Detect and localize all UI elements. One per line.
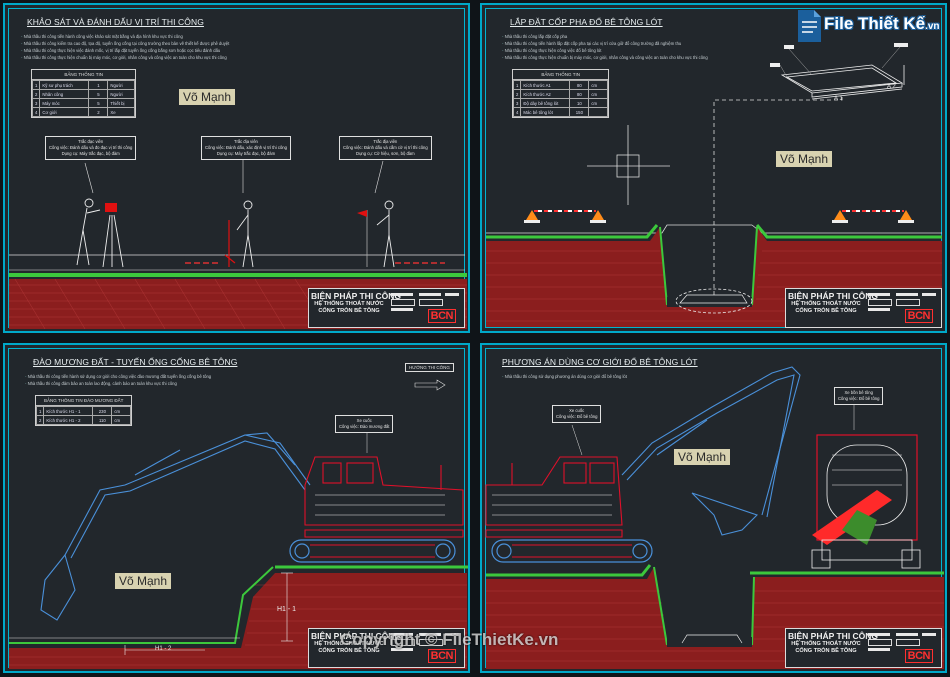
brand-suffix: .vn [925,21,940,32]
formwork-iso [780,64,905,100]
survey-drawing [9,159,467,330]
note: Nhà thầu thi công sử dụng phương án dùng… [502,373,627,380]
surveyor-1 [76,198,124,268]
table-header: BẢNG THỐNG TIN [32,70,136,80]
watermark: Võ Mạnh [179,89,236,105]
pour-drawing [485,366,944,669]
table-header: BẢNG THÔNG TIN ĐÀO MƯƠNG ĐẤT [36,396,132,406]
note: Nhà thầu thi công tiến hành sử dụng cơ g… [25,373,212,380]
note: Nhà thầu thi công thực hiện việc đánh mố… [21,47,229,54]
note: Nhà thầu thi công thực hiện công việc đổ… [502,47,708,54]
panel-title: PHƯƠNG ÁN DÙNG CƠ GIỚI ĐỔ BÊ TÔNG LÓT [502,357,698,367]
watermark: Võ Mạnh [674,449,731,465]
note: Nhà thầu thi công tiến hành công việc kh… [21,33,229,40]
panel-survey: KHẢO SÁT VÀ ĐÁNH DẤU VỊ TRÍ THI CÔNG Nhà… [3,3,470,333]
dim-h12: H1 - 2 [155,646,172,652]
direction-label: HƯỚNG THI CÔNG [405,363,454,372]
notes-list: Nhà thầu thi công sử dụng phương án dùng… [502,373,627,380]
title-block: BIỆN PHÁP THI CÔNG HỆ THỐNG THOÁT NƯỚC C… [785,288,942,328]
tb-sub2: CỐNG TRÒN BÊ TÔNG [795,308,857,314]
bcn-logo: BCN [427,649,456,663]
notes-list: Nhà thầu thi công tiến hành công việc kh… [21,33,230,61]
concrete-mixer-truck [811,434,921,569]
title-block: BIỆN PHÁP THI CÔNG HỆ THỐNG THOÁT NƯỚC C… [308,628,465,668]
tb-sub2: CỐNG TRÒN BÊ TÔNG [795,648,857,654]
watermark: Võ Mạnh [115,573,172,589]
note: Nhà thầu thi công lắp đặt cốp pha [502,33,708,40]
panel-concrete-pour: PHƯƠNG ÁN DÙNG CƠ GIỚI ĐỔ BÊ TÔNG LÓT Nh… [480,343,947,673]
safety-barrier-right [832,210,914,223]
formwork-drawing: A 1 A 2 [486,43,942,327]
excavator-arm [621,366,801,536]
dim-a1: A 1 [834,96,843,102]
panel-title: LẮP ĐẶT CỐP PHA ĐỔ BÊ TÔNG LÓT [510,17,663,27]
note: Nhà thầu thi công tiến hành lắp đặt cốp … [502,40,708,47]
notes-list: Nhà thầu thi công lắp đặt cốp pha Nhà th… [502,33,708,61]
note: Nhà thầu thi công thực hiện chuẩn bị máy… [502,54,708,61]
panel-title: ĐÀO MƯƠNG ĐẤT - TUYẾN ỐNG CỐNG BÊ TÔNG [33,357,238,367]
tb-sub2: CỐNG TRÒN BÊ TÔNG [318,308,380,314]
excavator-tracks [491,539,653,563]
tb-main: BIỆN PHÁP THI CÔNG [311,291,402,301]
excavator-tracks [289,539,456,563]
dim-h11: H1 - 1 [277,606,296,613]
copyright-watermark: Copyright © FileThietKe.vn [340,630,559,649]
excavation-drawing: H1 - 1 H1 - 2 [9,379,468,669]
site-logo[interactable]: File Thiết Kế.vn [794,6,944,48]
surveyor-2 [236,200,254,268]
safety-barrier-left [524,210,606,223]
excavator-body [304,456,464,538]
panel-title: KHẢO SÁT VÀ ĐÁNH DẤU VỊ TRÍ THI CÔNG [27,17,204,27]
surveyor-3 [376,200,395,268]
notes-list: Nhà thầu thi công tiến hành sử dụng cơ g… [25,373,212,387]
tb-main: BIỆN PHÁP THI CÔNG [311,631,402,641]
tb-sub1: HỆ THỐNG THOÁT NƯỚC [791,301,861,307]
tb-sub1: HỆ THỐNG THOÁT NƯỚC [791,641,861,647]
excavator-body [485,456,623,538]
note: Nhà thầu thi công kiểm tra cao độ, tọa đ… [21,40,230,47]
panel-formwork: LẮP ĐẶT CỐP PHA ĐỔ BÊ TÔNG LÓT Nhà thầu … [480,3,947,333]
table-header: BẢNG THỐNG TIN [513,70,609,80]
excavator-arm [40,432,311,621]
bcn-logo: BCN [904,309,933,323]
title-block: BIỆN PHÁP THI CÔNG HỆ THỐNG THOÁT NƯỚC C… [785,628,942,668]
brand-name: File Thiết Kế [824,14,926,33]
tb-sub1: HỆ THỐNG THOÁT NƯỚC [314,301,384,307]
bcn-logo: BCN [427,309,456,323]
document-icon [798,10,821,42]
bcn-logo: BCN [904,649,933,663]
title-block: BIỆN PHÁP THI CÔNG HỆ THỐNG THOÁT NƯỚC C… [308,288,465,328]
tb-sub2: CỐNG TRÒN BÊ TÔNG [318,648,380,654]
tb-sub1: HỆ THỐNG THOÁT NƯỚC [314,641,384,647]
arrow-right-icon [414,379,446,391]
panel-excavation: ĐÀO MƯƠNG ĐẤT - TUYẾN ỐNG CỐNG BÊ TÔNG N… [3,343,470,673]
note: Nhà thầu thi công đảm bảo an toàn lao độ… [25,380,211,387]
dim-a2: A 2 [887,84,896,90]
tb-main: BIỆN PHÁP THI CÔNG [788,291,879,301]
note: Nhà thầu thi công thực hiện chuẩn bị máy… [21,54,229,61]
panel-frame [485,8,942,328]
tb-main: BIỆN PHÁP THI CÔNG [788,631,879,641]
watermark: Võ Mạnh [776,151,833,167]
